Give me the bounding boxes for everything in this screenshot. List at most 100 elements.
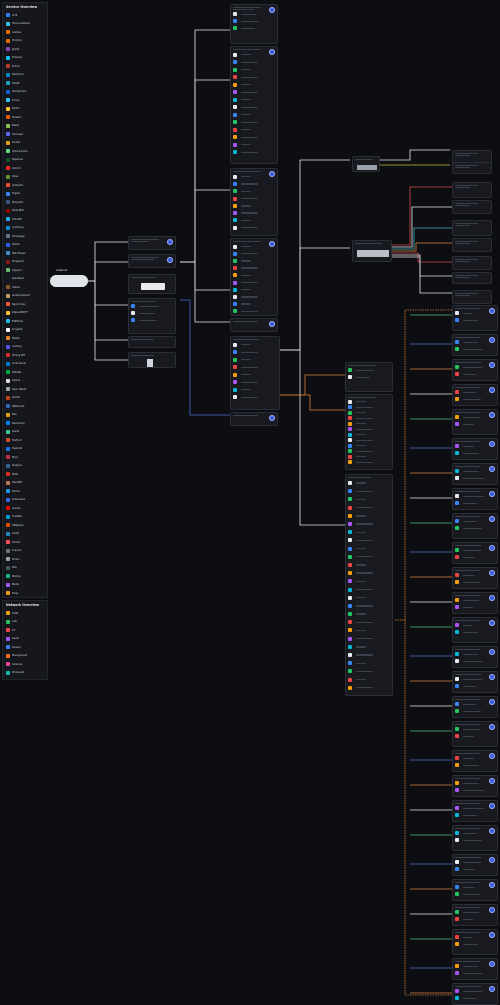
sidebar-item[interactable]: TrueNAS [3,513,47,522]
list-item[interactable] [346,569,392,577]
list-item[interactable] [231,265,277,272]
list-item[interactable] [231,272,277,279]
list-item[interactable] [346,651,392,659]
sidebar-item[interactable]: Proxmox [3,37,47,46]
sidebar-item[interactable]: OPNsense [3,521,47,530]
list-item[interactable] [231,88,277,96]
sidebar-item[interactable]: Audiobookshelf [3,292,47,301]
list-item[interactable] [231,224,277,231]
list-item[interactable] [453,371,497,378]
list-item[interactable] [231,126,277,134]
node-card[interactable] [452,825,498,851]
list-item[interactable] [231,371,279,379]
list-item[interactable] [453,475,497,482]
node-card[interactable] [452,646,498,668]
device-card[interactable] [452,256,492,270]
list-item[interactable] [453,683,497,690]
sidebar-item[interactable]: Open WebUI [3,385,47,394]
device-card[interactable] [452,290,492,304]
sidebar-item[interactable]: Servers [3,643,47,652]
node-card[interactable] [452,488,498,510]
node-card[interactable] [452,513,498,539]
list-item[interactable] [346,504,392,512]
switch-card[interactable] [352,156,380,172]
sidebar-item[interactable]: Stirling PDF [3,351,47,360]
sidebar-item[interactable]: Caddy [3,530,47,539]
sidebar-item[interactable]: InfluxDB [3,215,47,224]
list-item[interactable] [231,293,277,300]
list-item[interactable] [231,378,279,386]
list-item[interactable] [231,118,277,126]
node-card[interactable] [128,254,176,268]
server-card[interactable] [230,336,280,410]
sidebar-item[interactable]: Management [3,652,47,661]
gateway-card[interactable] [128,274,176,294]
list-item[interactable] [453,658,497,665]
list-item[interactable] [231,188,277,195]
list-item[interactable] [453,970,497,977]
sidebar-item[interactable]: Docker [3,487,47,496]
sidebar-item[interactable]: Nextcloud [3,71,47,80]
list-item[interactable] [346,553,392,561]
sidebar-item[interactable]: Sonarr [3,96,47,105]
sidebar-item[interactable]: Media [3,581,47,590]
list-item[interactable] [231,341,279,349]
node-card[interactable] [452,305,498,331]
sidebar-item[interactable]: Jackett [3,394,47,403]
node-card[interactable] [452,334,498,356]
node-card[interactable] [452,800,498,822]
node-card[interactable] [452,904,498,926]
list-item[interactable] [231,393,279,401]
sidebar-item[interactable]: Redis [3,470,47,479]
sidebar-item[interactable]: Authentik [3,181,47,190]
node-card[interactable] [452,592,498,614]
list-item[interactable] [346,459,392,465]
sidebar-item[interactable]: MariaDB [3,479,47,488]
list-item[interactable] [346,684,392,692]
sidebar-item[interactable]: LAN [3,618,47,627]
sidebar-item[interactable]: NAS [3,564,47,573]
list-item[interactable] [346,577,392,585]
list-item[interactable] [231,81,277,89]
list-item[interactable] [453,733,497,740]
sidebar-item[interactable]: Pi-hole [3,62,47,71]
server-card[interactable] [230,412,278,426]
list-item[interactable] [453,708,497,715]
list-item[interactable] [231,209,277,216]
node-card[interactable] [452,958,498,980]
list-item[interactable] [231,66,277,74]
sidebar-item[interactable]: Scrypted [3,326,47,335]
list-item[interactable] [346,544,392,552]
device-card[interactable] [452,200,492,214]
list-item[interactable] [231,73,277,81]
server-card[interactable] [230,46,278,164]
sidebar-item[interactable]: Linkding [3,343,47,352]
list-item[interactable] [346,561,392,569]
list-item[interactable] [453,346,497,353]
sidebar-item[interactable]: Duplicati [3,445,47,454]
node-card[interactable] [452,929,498,955]
list-item[interactable] [231,217,277,224]
sidebar-item[interactable]: Netdata [3,368,47,377]
host-card[interactable] [345,362,393,392]
list-item[interactable] [346,495,392,503]
list-item[interactable] [453,450,497,457]
list-item[interactable] [346,635,392,643]
sidebar-item[interactable]: Radarr [3,105,47,114]
list-item[interactable] [346,512,392,520]
sidebar-item[interactable]: ESPHome [3,317,47,326]
sidebar-item[interactable]: Paperless [3,156,47,165]
sidebar-item[interactable]: Vaultwarden [3,88,47,97]
sidebar-item[interactable]: Unifi [3,11,47,20]
server-card[interactable] [230,4,278,44]
list-item[interactable] [346,675,392,683]
list-item[interactable] [346,536,392,544]
list-item[interactable] [231,141,277,149]
sidebar-item[interactable]: Wireguard [3,258,47,267]
sidebar-item[interactable]: Jellyfin [3,45,47,54]
list-item[interactable] [453,812,497,819]
device-card[interactable] [452,220,492,236]
sidebar-item[interactable]: Grafana [3,28,47,37]
host-card[interactable] [345,474,393,696]
sidebar-item[interactable]: Nginx Proxy [3,300,47,309]
